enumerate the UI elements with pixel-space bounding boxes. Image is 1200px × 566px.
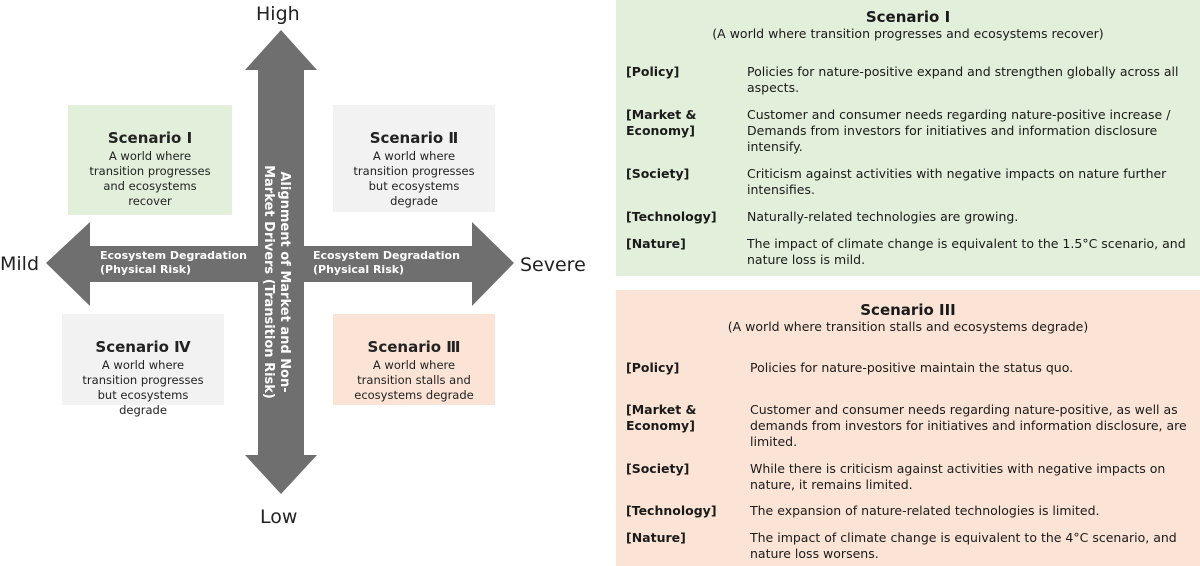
scenario-4-box: Scenario Ⅳ A world where transition prog… bbox=[62, 314, 224, 417]
panel-1-value: Customer and consumer needs regarding na… bbox=[747, 107, 1171, 154]
scenario-1-title: Scenario Ⅰ bbox=[107, 129, 193, 147]
panel-1-title: Scenario Ⅰ bbox=[865, 8, 951, 26]
scenario-1-description: A world where transition progresses and … bbox=[89, 149, 211, 208]
panel-1-key: [Market & Economy] bbox=[626, 107, 697, 138]
panel-1-key: [Society] bbox=[626, 166, 690, 181]
panel-2-subtitle: (A world where transition stalls and eco… bbox=[727, 319, 1089, 334]
left-axis-arrow bbox=[46, 222, 258, 306]
panel-1-value: The impact of climate change is equivale… bbox=[747, 236, 1186, 267]
panel-1-value: Naturally-related technologies are growi… bbox=[747, 209, 1019, 224]
scenario-2-description: A world where transition progresses but … bbox=[353, 149, 475, 208]
scenario-4-description: A world where transition progresses but … bbox=[82, 358, 204, 417]
axis-severe-label: Severe bbox=[520, 254, 586, 276]
panel-2-key: [Market & Economy] bbox=[626, 402, 697, 433]
panel-2-value: While there is criticism against activit… bbox=[750, 461, 1166, 492]
panel-1-key: [Policy] bbox=[626, 64, 680, 79]
scenario-2-box: Scenario Ⅱ A world where transition prog… bbox=[333, 105, 495, 212]
scenario-2-title: Scenario Ⅱ bbox=[369, 129, 459, 147]
scenario-3-description: A world where transition stalls and ecos… bbox=[354, 358, 474, 402]
axis-mild-label: Mild bbox=[0, 253, 40, 275]
scenario-4-title: Scenario Ⅳ bbox=[95, 338, 191, 356]
left-axis-label: Ecosystem Degradation (Physical Risk) bbox=[100, 249, 247, 276]
axis-high-label: High bbox=[256, 3, 300, 25]
axis-arrows bbox=[46, 30, 514, 494]
panel-1-subtitle: (A world where transition progresses and… bbox=[712, 26, 1104, 41]
panel-2-value: The impact of climate change is equivale… bbox=[750, 530, 1177, 561]
panel-2-key: [Society] bbox=[626, 461, 690, 476]
right-axis-arrow bbox=[304, 222, 514, 306]
right-axis-label: Ecosystem Degradation (Physical Risk) bbox=[313, 249, 460, 276]
panel-2-key: [Technology] bbox=[626, 503, 717, 518]
vertical-axis-label: Alignment of Market and Non-Market Drive… bbox=[261, 165, 292, 399]
panel-2-value: The expansion of nature-related technolo… bbox=[750, 503, 1100, 518]
scenario-3-panel: Scenario III (A world where transition s… bbox=[616, 290, 1200, 566]
panel-2-key: [Nature] bbox=[626, 530, 686, 545]
scenario-3-box: Scenario Ⅲ A world where transition stal… bbox=[333, 314, 495, 405]
panel-2-value: Customer and consumer needs regarding na… bbox=[750, 402, 1187, 449]
axis-low-label: Low bbox=[260, 506, 298, 528]
scenario-3-title: Scenario Ⅲ bbox=[367, 338, 461, 356]
panel-2-title: Scenario III bbox=[860, 301, 956, 319]
panel-1-value: Criticism against activities with negati… bbox=[747, 166, 1167, 197]
panel-1-key: [Technology] bbox=[626, 209, 717, 224]
panel-2-key: [Policy] bbox=[626, 360, 680, 375]
panel-1-value: Policies for nature-positive expand and … bbox=[747, 64, 1179, 95]
vertical-axis-arrow bbox=[245, 30, 317, 494]
scenario-1-box: Scenario Ⅰ A world where transition prog… bbox=[68, 105, 232, 215]
scenario-1-panel: Scenario Ⅰ (A world where transition pro… bbox=[616, 0, 1200, 276]
panel-2-value: Policies for nature-positive maintain th… bbox=[750, 360, 1074, 375]
panel-1-key: [Nature] bbox=[626, 236, 686, 251]
